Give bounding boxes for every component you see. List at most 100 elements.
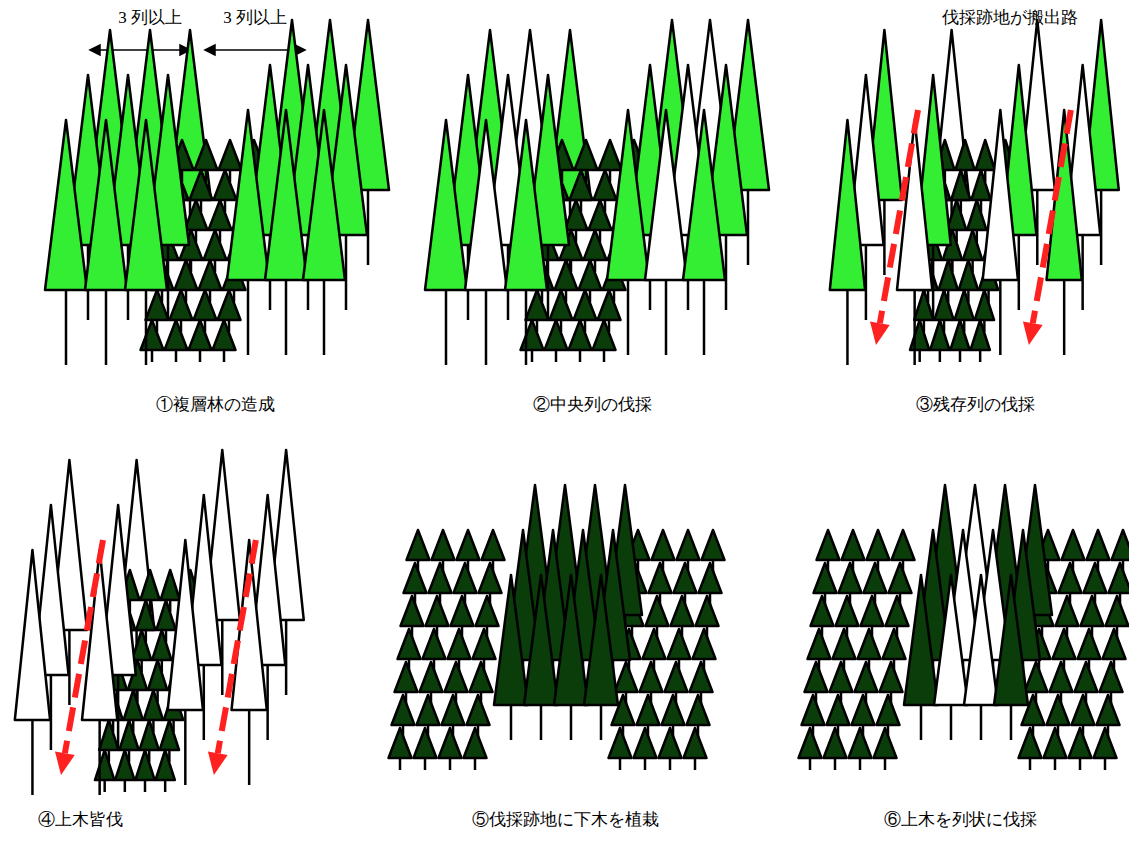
tree-crown — [124, 690, 143, 720]
tree-crown — [983, 110, 1018, 280]
tree-crown — [975, 290, 994, 320]
tree — [524, 575, 558, 740]
tree — [165, 320, 188, 362]
tree — [404, 563, 427, 605]
width-arrow — [90, 45, 305, 55]
tree — [401, 596, 424, 638]
tree-crown — [634, 728, 657, 758]
tree-crown — [994, 575, 1028, 705]
tree-crown — [165, 320, 188, 350]
tree-crown — [414, 728, 437, 758]
tree-crown — [175, 260, 198, 290]
tree — [892, 530, 915, 572]
tree-crown — [465, 120, 507, 290]
tree-trunk — [600, 703, 603, 740]
tree-crown — [883, 629, 906, 659]
tree-crown — [889, 563, 912, 593]
tree-crown — [864, 563, 887, 593]
tree-crown — [934, 290, 953, 320]
tree — [426, 596, 449, 638]
tree — [398, 629, 421, 671]
tree-crown — [214, 170, 237, 200]
tree-crown — [555, 260, 578, 290]
tree — [634, 728, 657, 770]
tree — [464, 728, 487, 770]
route-head — [55, 752, 75, 775]
tree-crown — [570, 170, 593, 200]
tree — [156, 750, 175, 792]
tree-crown — [643, 629, 666, 659]
tree — [839, 563, 862, 605]
tree — [889, 563, 912, 605]
tree — [994, 575, 1028, 740]
tree-crown — [640, 662, 663, 692]
tree — [983, 110, 1018, 355]
tree-crown — [593, 320, 616, 350]
step-caption: ②中央列の伐採 — [533, 395, 652, 415]
tree — [1059, 563, 1082, 605]
tree — [814, 563, 837, 605]
tree-trunk — [510, 703, 513, 740]
tree — [85, 120, 127, 365]
tree-crown — [799, 728, 822, 758]
tree-crown — [407, 530, 430, 560]
route-head — [870, 322, 890, 345]
tree-crown — [702, 530, 725, 560]
tree-crown — [584, 575, 618, 705]
tree-crown — [152, 630, 171, 660]
tree — [1069, 728, 1092, 770]
tree-crown — [914, 290, 933, 320]
tree-crown — [194, 290, 217, 320]
tree-crown — [811, 596, 834, 626]
tree-trunk — [285, 278, 288, 355]
tree — [473, 629, 496, 671]
tree-crown — [939, 260, 958, 290]
tree-crown — [392, 695, 415, 725]
tree-crown — [470, 662, 493, 692]
note-label: 伐採跡地が搬出路 — [942, 8, 1078, 28]
tree-crown — [830, 662, 853, 692]
tree-crown — [199, 260, 222, 290]
tree-crown — [668, 629, 691, 659]
step-caption: ③残存列の伐採 — [916, 395, 1035, 415]
tree-crown — [849, 728, 872, 758]
tree-crown — [1087, 530, 1110, 560]
tree-crown — [1059, 563, 1082, 593]
tree-crown — [874, 728, 897, 758]
tree-crown — [156, 750, 175, 780]
tree — [836, 596, 859, 638]
tree — [817, 530, 840, 572]
tree — [445, 662, 468, 704]
tree-crown — [575, 140, 598, 170]
tree — [640, 662, 663, 704]
tree — [227, 110, 269, 355]
tree-crown — [219, 140, 242, 170]
tree-crown — [401, 596, 424, 626]
tree-trunk — [570, 703, 573, 740]
tree — [1100, 662, 1123, 704]
tree — [805, 662, 828, 704]
tree-crown — [808, 629, 831, 659]
tree — [470, 662, 493, 704]
tree — [432, 530, 455, 572]
tree-crown — [609, 728, 632, 758]
tree-crown — [1044, 728, 1067, 758]
step-caption: ④上木皆伐 — [38, 810, 123, 830]
tree-crown — [45, 120, 87, 290]
tree-crown — [910, 320, 929, 350]
tree-crown — [579, 260, 602, 290]
tree-crown — [665, 662, 688, 692]
tree-crown — [1100, 662, 1123, 692]
tree — [303, 110, 345, 355]
tree — [830, 662, 853, 704]
tree — [683, 110, 725, 355]
tree — [883, 629, 906, 671]
tree-crown — [1103, 629, 1126, 659]
tree — [964, 575, 998, 740]
tree-crown — [1047, 110, 1082, 280]
tree — [662, 695, 685, 737]
tree — [668, 629, 691, 671]
tree-crown — [479, 563, 502, 593]
tree-crown — [1019, 728, 1042, 758]
